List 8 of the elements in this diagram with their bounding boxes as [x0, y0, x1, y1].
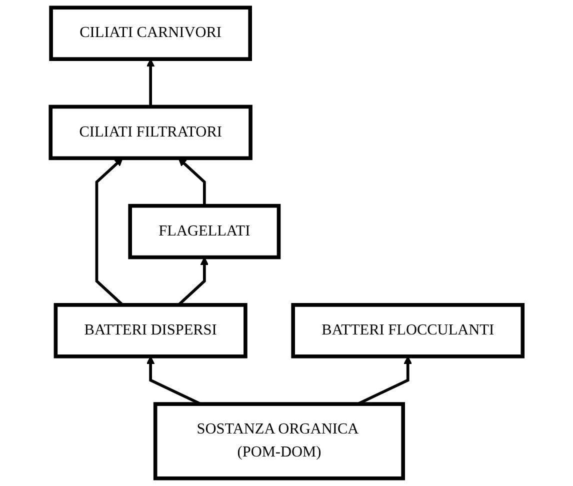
node-box: BATTERI DISPERSI [54, 303, 248, 358]
node-box: SOSTANZA ORGANICA (POM-DOM) [153, 402, 405, 480]
node-box: FLAGELLATI [128, 204, 280, 260]
arrow [146, 58, 155, 107]
node-box: CILIATI CARNIVORI [49, 6, 252, 61]
node-box: CILIATI FILTRATORI [48, 104, 252, 160]
node-box: BATTERI FLOCCULANTI [291, 303, 524, 358]
arrow [178, 158, 206, 206]
